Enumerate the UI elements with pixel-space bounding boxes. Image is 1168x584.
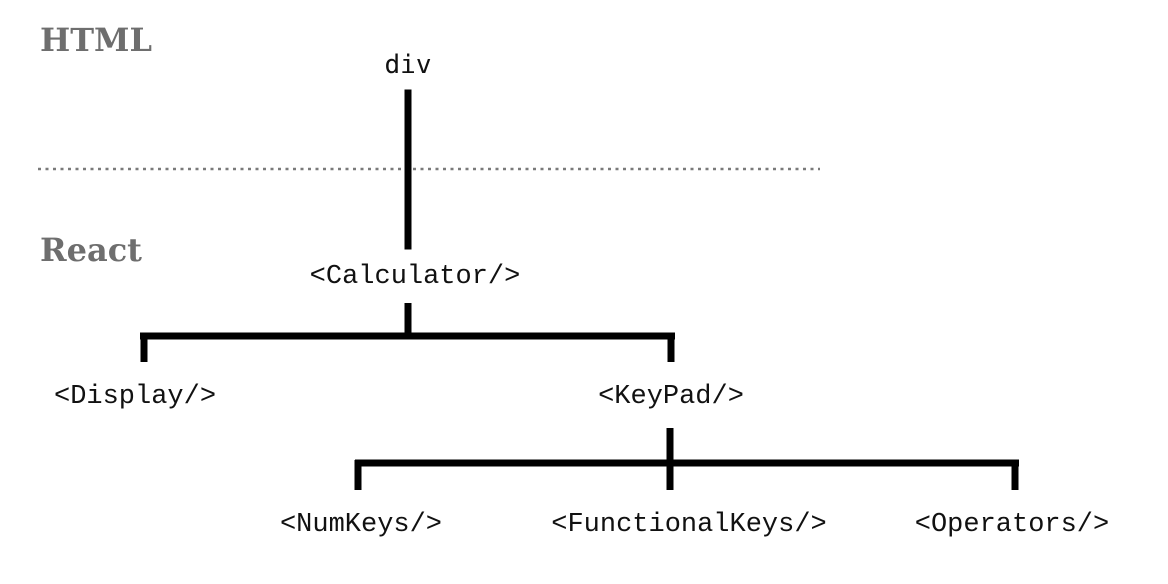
html-section-label: HTML bbox=[40, 21, 152, 59]
node-display: <Display/> bbox=[54, 382, 217, 412]
node-calculator: <Calculator/> bbox=[309, 262, 521, 292]
node-numkeys: <NumKeys/> bbox=[279, 510, 443, 540]
node-operators: <Operators/> bbox=[914, 510, 1110, 540]
node-keypad: <KeyPad/> bbox=[598, 382, 744, 412]
node-functionalkeys: <FunctionalKeys/> bbox=[551, 510, 827, 540]
node-div: div bbox=[384, 50, 432, 80]
react-section-label: React bbox=[40, 231, 142, 269]
